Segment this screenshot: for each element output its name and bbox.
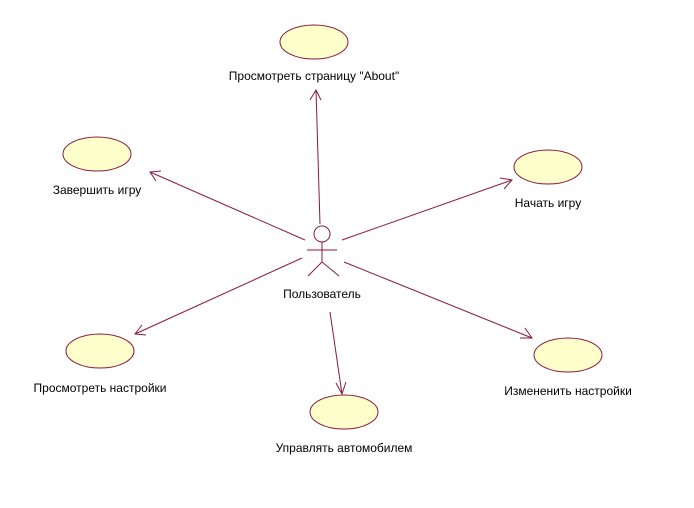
association-start-game: [341, 177, 513, 241]
use-case-start-game-label: Начать игру: [515, 196, 581, 210]
association-view-settings: [134, 257, 303, 336]
use-case-end-game-ellipse: [62, 136, 132, 172]
use-case-start-game-ellipse: [513, 149, 583, 185]
actor-head: [313, 225, 331, 243]
association-about: [309, 88, 322, 225]
use-case-end-game-label: Завершить игру: [53, 183, 142, 197]
use-case-change-settings-label: Измененить настройки: [504, 384, 632, 398]
use-case-view-settings-ellipse: [65, 333, 135, 369]
actor-label: Пользователь: [283, 287, 361, 301]
association-drive-car: [329, 311, 347, 396]
actor-left-leg: [307, 261, 323, 277]
association-change-settings: [343, 261, 533, 339]
actor-right-leg: [321, 261, 340, 277]
use-case-end-game[interactable]: Завершить игру: [53, 136, 142, 197]
use-case-about-ellipse: [279, 24, 349, 60]
use-case-drive-car-ellipse: [309, 394, 379, 430]
use-case-view-settings[interactable]: Просмотреть настройки: [34, 333, 167, 395]
actor-figure[interactable]: [307, 225, 340, 277]
use-case-about[interactable]: Просмотреть страницу "About": [229, 24, 399, 83]
use-case-about-label: Просмотреть страницу "About": [229, 69, 399, 83]
use-case-view-settings-label: Просмотреть настройки: [34, 381, 167, 395]
association-end-game: [149, 170, 306, 241]
use-case-drive-car[interactable]: Управлять автомобилем: [276, 394, 413, 455]
use-case-drive-car-label: Управлять автомобилем: [276, 441, 413, 455]
use-case-change-settings-ellipse: [533, 337, 603, 373]
use-case-change-settings[interactable]: Измененить настройки: [504, 337, 632, 398]
use-case-start-game[interactable]: Начать игру: [513, 149, 583, 210]
